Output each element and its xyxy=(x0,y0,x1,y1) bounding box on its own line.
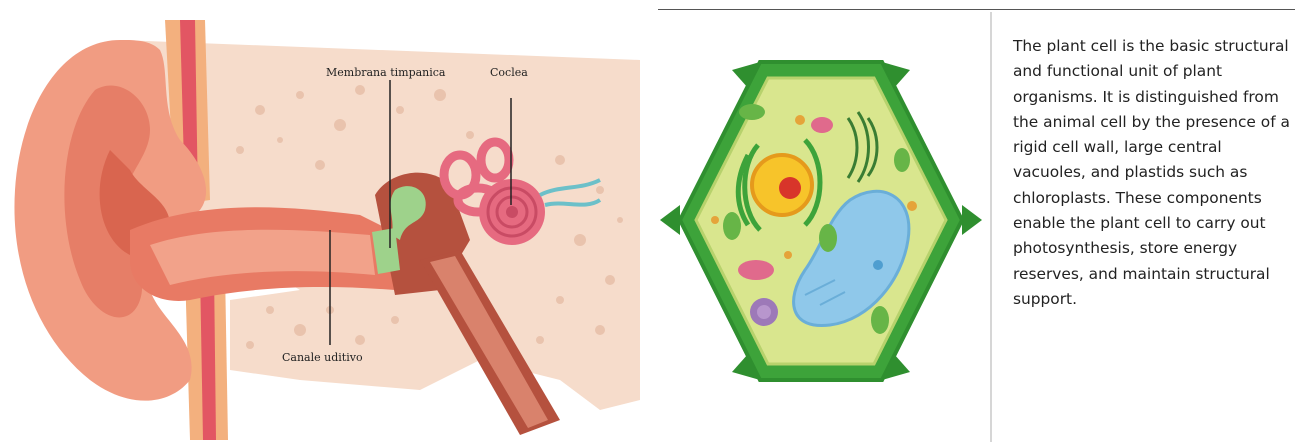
chloroplast-3 xyxy=(819,224,837,252)
chloroplast-5 xyxy=(894,148,910,172)
vesicle-1 xyxy=(795,115,805,125)
plant-cell-illustration xyxy=(640,0,990,442)
mitochondrion-1 xyxy=(811,117,833,133)
vesicle-4 xyxy=(784,251,792,259)
vesicle-3 xyxy=(907,201,917,211)
nucleolus xyxy=(779,177,801,199)
wall-spike-left xyxy=(660,205,680,235)
cochlea-label: Coclea xyxy=(490,66,528,79)
wall-spike-right xyxy=(962,205,982,235)
ear-anatomy-diagram: Membrana timpanica Coclea Canale uditivo xyxy=(0,0,640,442)
vacuole-dot xyxy=(873,260,883,270)
tympanic-membrane-label: Membrana timpanica xyxy=(326,66,446,79)
vesicle-2 xyxy=(711,216,719,224)
mitochondrion-2 xyxy=(738,260,774,280)
lysosome-inner xyxy=(757,305,771,319)
chloroplast-2 xyxy=(739,104,765,120)
cochlea-shape xyxy=(479,179,545,245)
plant-cell-section: The plant cell is the basic structural a… xyxy=(640,0,1295,442)
chloroplast-1 xyxy=(723,212,741,240)
column-divider xyxy=(990,12,992,442)
ear-illustration xyxy=(0,0,640,442)
plant-cell-description: The plant cell is the basic structural a… xyxy=(1013,34,1295,312)
chloroplast-4 xyxy=(871,306,889,334)
ear-canal-label: Canale uditivo xyxy=(282,351,363,364)
